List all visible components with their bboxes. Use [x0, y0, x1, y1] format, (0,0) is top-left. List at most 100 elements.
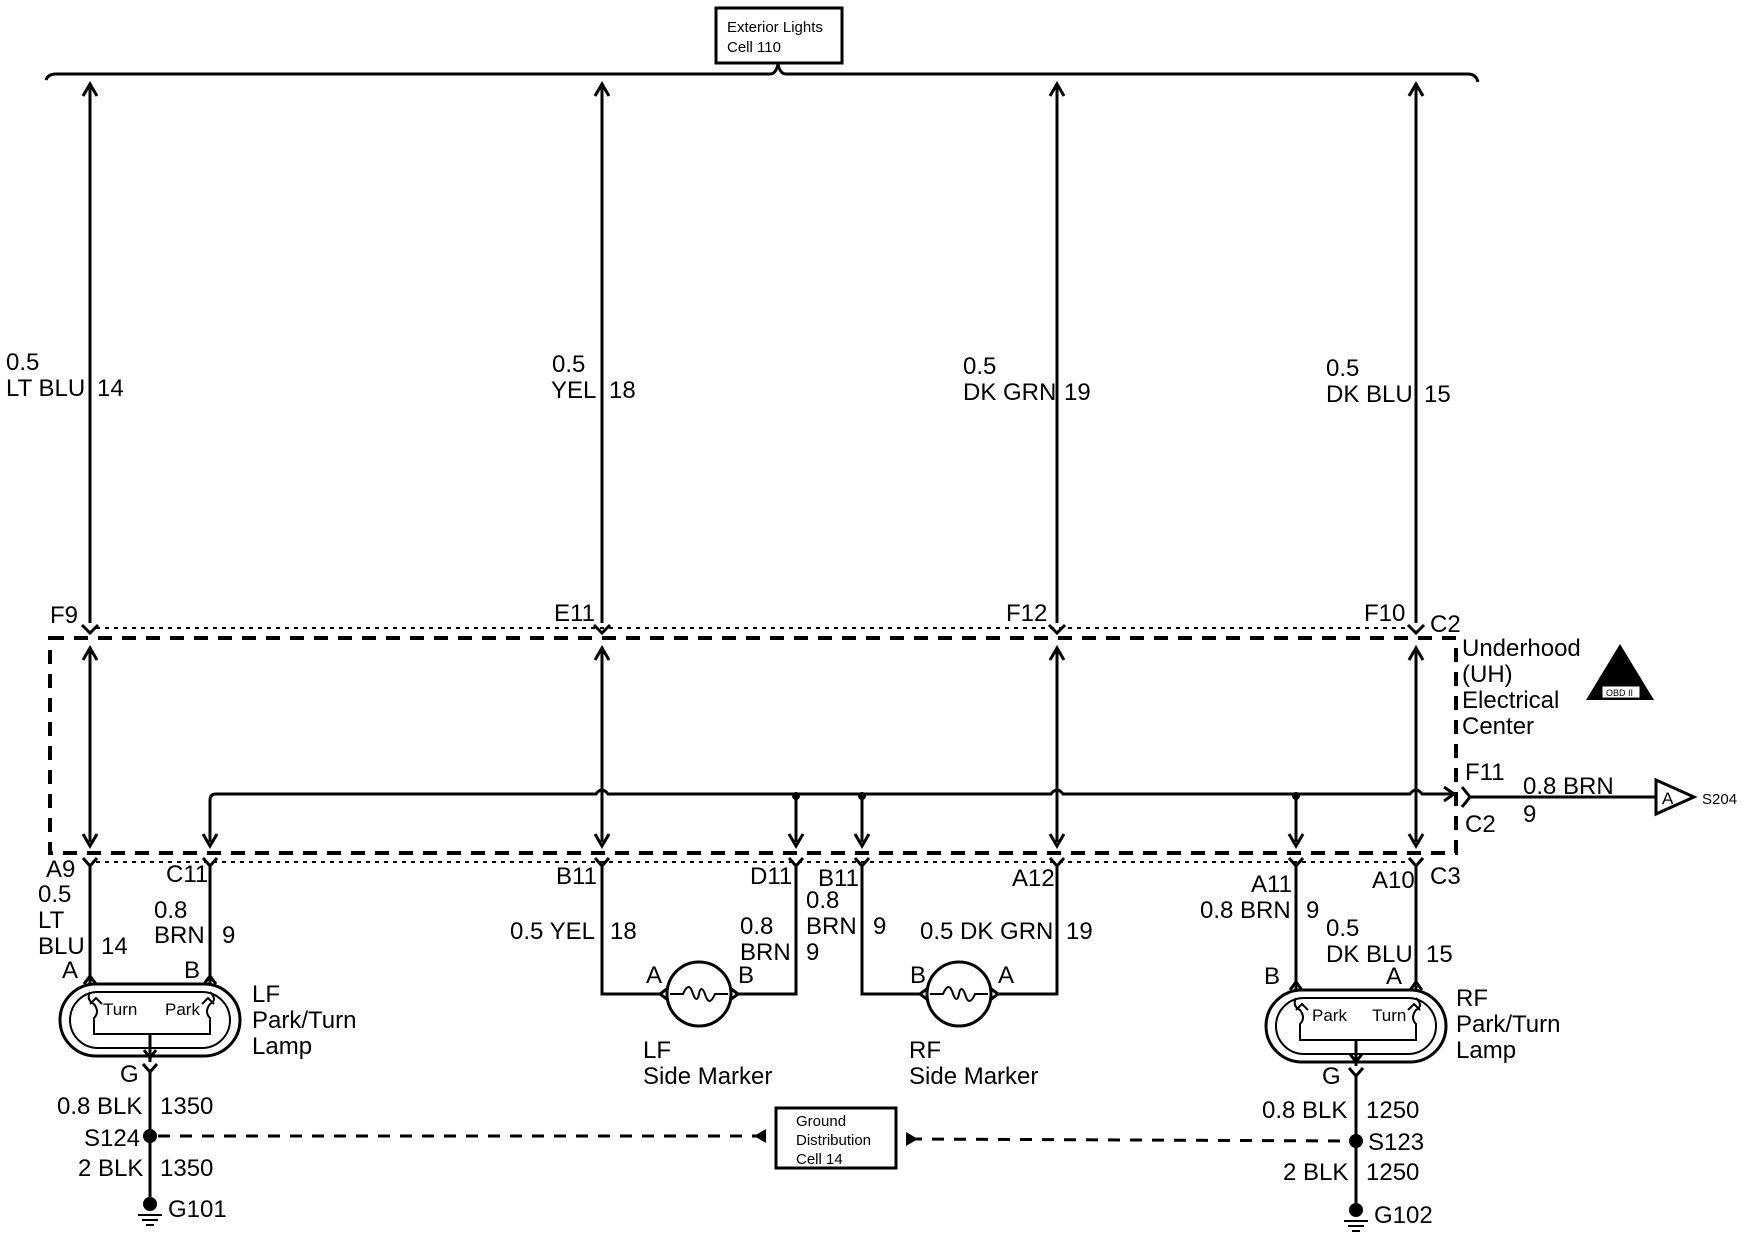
lf-ground-circuit-2: 1350 — [160, 1155, 213, 1182]
rf-ground-link-arrow — [906, 1132, 918, 1146]
uh-electrical-center-label: Underhood (UH) Electrical Center — [1462, 635, 1581, 740]
rf-ground-circuit-1: 1250 — [1366, 1097, 1419, 1124]
yel-size: 0.5 — [552, 351, 585, 378]
rf-lamp-pin-a: A — [1386, 963, 1402, 990]
rf-lamp-pin-g: G — [1322, 1063, 1341, 1090]
rfsm-grn-circuit: 19 — [1066, 918, 1093, 945]
lf-park-turn-lamp[interactable]: Turn Park — [58, 982, 242, 1062]
uh-internal-dk-blu — [1407, 645, 1425, 849]
ground-distribution-reference[interactable]: Ground Distribution Cell 14 — [774, 1106, 898, 1170]
lower-wires — [81, 857, 1425, 996]
lf-ground-wire[interactable] — [141, 1063, 159, 1200]
uh-internal-yel — [593, 645, 611, 849]
pin-a10: A10 — [1372, 867, 1415, 894]
rfsm-grn-label: 0.5 DK GRN — [920, 918, 1053, 945]
top-bus-bracket — [44, 63, 1480, 83]
rf-ground-wire[interactable] — [1347, 1067, 1365, 1206]
lfsm-brn-size: 0.8 — [740, 913, 773, 940]
pin-a12: A12 — [1012, 865, 1055, 892]
rfsm-brn-circuit: 9 — [873, 913, 886, 940]
exterior-lights-reference[interactable]: Exterior Lights Cell 110 — [714, 6, 844, 65]
rf-brn-label: 0.8 BRN — [1200, 897, 1291, 924]
dk-grn-circuit: 19 — [1064, 379, 1091, 406]
lf-blu-color-1: LT — [38, 907, 65, 934]
lt-blu-circuit: 14 — [97, 375, 124, 402]
pin-b11-right: B11 — [818, 865, 859, 892]
obd-ii-warning-icon: OBD II — [1586, 644, 1654, 700]
pin-c11: C11 — [166, 861, 208, 888]
pin-f11: F11 — [1465, 759, 1505, 786]
lt-blu-color: LT BLU — [6, 375, 85, 402]
reference-line-2: Cell 110 — [727, 39, 781, 56]
pin-f9: F9 — [50, 602, 78, 629]
dk-grn-size: 0.5 — [963, 353, 996, 380]
lf-blu-circuit: 14 — [101, 933, 128, 960]
yel-circuit: 18 — [609, 377, 636, 404]
feed-wire-lt-blu[interactable] — [80, 81, 100, 636]
f11-brn-output-wire[interactable] — [1460, 786, 1656, 808]
lf-ground-wire-1: 0.8 BLK — [57, 1093, 142, 1120]
feed-wire-dk-grn[interactable] — [1047, 81, 1067, 636]
connector-c2-right: C2 — [1465, 811, 1496, 838]
rf-lamp-name-1: RF — [1456, 985, 1488, 1012]
lfsm-yel-circuit: 18 — [610, 918, 637, 945]
pin-b11-left: B11 — [556, 863, 597, 890]
uh-internal-lt-blu — [81, 645, 99, 849]
pin-f10: F10 — [1364, 600, 1405, 627]
f11-wire-label: 0.8 BRN — [1523, 773, 1614, 800]
rf-lamp-pin-b: B — [1264, 963, 1280, 990]
lfsm-brn-circuit: 9 — [806, 939, 819, 966]
rf-lamp-turn-label: Turn — [1372, 1006, 1406, 1025]
svg-text:A: A — [1662, 789, 1674, 808]
pin-e11: E11 — [554, 600, 595, 627]
reference-line-1: Exterior Lights — [727, 19, 823, 36]
lf-lamp-turn-label: Turn — [103, 1000, 137, 1019]
lf-lamp-pin-b: B — [184, 957, 200, 984]
rf-blu-size: 0.5 — [1326, 915, 1359, 942]
rf-marker-pin-b: B — [910, 962, 926, 989]
lf-side-marker-lamp[interactable] — [657, 960, 741, 1028]
lf-ground-circuit-1: 1350 — [160, 1093, 213, 1120]
svg-text:Ground: Ground — [796, 1113, 846, 1130]
uh-internal-brn-bus — [201, 785, 1457, 849]
lf-marker-pin-b: B — [738, 962, 754, 989]
feed-wire-dk-blu[interactable] — [1406, 81, 1426, 636]
svg-text:OBD II: OBD II — [1606, 688, 1633, 698]
rf-marker-pin-a: A — [998, 962, 1014, 989]
connector-c2-top: C2 — [1430, 611, 1461, 638]
g102-ground-icon — [1344, 1203, 1368, 1232]
lf-blu-color-2: BLU — [38, 933, 85, 960]
lf-lamp-name-2: Park/Turn — [252, 1007, 356, 1034]
lfsm-brn-color: BRN — [740, 939, 791, 966]
rf-ground-wire-2: 2 BLK — [1283, 1159, 1348, 1186]
lf-brn-color: BRN — [154, 922, 205, 949]
pin-f12: F12 — [1006, 600, 1047, 627]
feed-wire-yel[interactable] — [592, 81, 612, 636]
lf-ground-wire-2: 2 BLK — [78, 1155, 143, 1182]
svg-text:Electrical: Electrical — [1462, 687, 1559, 714]
rf-ground-wire-1: 0.8 BLK — [1262, 1097, 1347, 1124]
rf-blu-circuit: 15 — [1426, 941, 1453, 968]
ground-g101: G101 — [168, 1196, 227, 1223]
svg-text:(UH): (UH) — [1462, 661, 1513, 688]
svg-text:Underhood: Underhood — [1462, 635, 1581, 662]
dk-grn-color: DK GRN — [963, 379, 1056, 406]
rf-marker-name-2: Side Marker — [909, 1063, 1038, 1090]
rf-lamp-park-label: Park — [1312, 1006, 1347, 1025]
s204-reference[interactable]: A S204 — [1654, 777, 1737, 817]
ground-g102: G102 — [1374, 1202, 1433, 1229]
rf-lamp-name-3: Lamp — [1456, 1037, 1516, 1064]
uh-electrical-center-box[interactable] — [48, 636, 1458, 855]
lfsm-yel-label: 0.5 YEL — [510, 918, 595, 945]
dk-blu-size: 0.5 — [1326, 355, 1359, 382]
yel-color: YEL — [551, 377, 596, 404]
dk-blu-circuit: 15 — [1424, 381, 1451, 408]
f11-circuit: 9 — [1523, 801, 1536, 828]
s204-label: S204 — [1702, 791, 1737, 808]
rf-park-turn-lamp[interactable]: Park Turn — [1264, 988, 1448, 1066]
svg-text:Center: Center — [1462, 713, 1534, 740]
splice-s124: S124 — [84, 1125, 140, 1152]
rf-side-marker-lamp[interactable] — [917, 960, 1001, 1028]
pin-a9: A9 — [46, 856, 75, 883]
